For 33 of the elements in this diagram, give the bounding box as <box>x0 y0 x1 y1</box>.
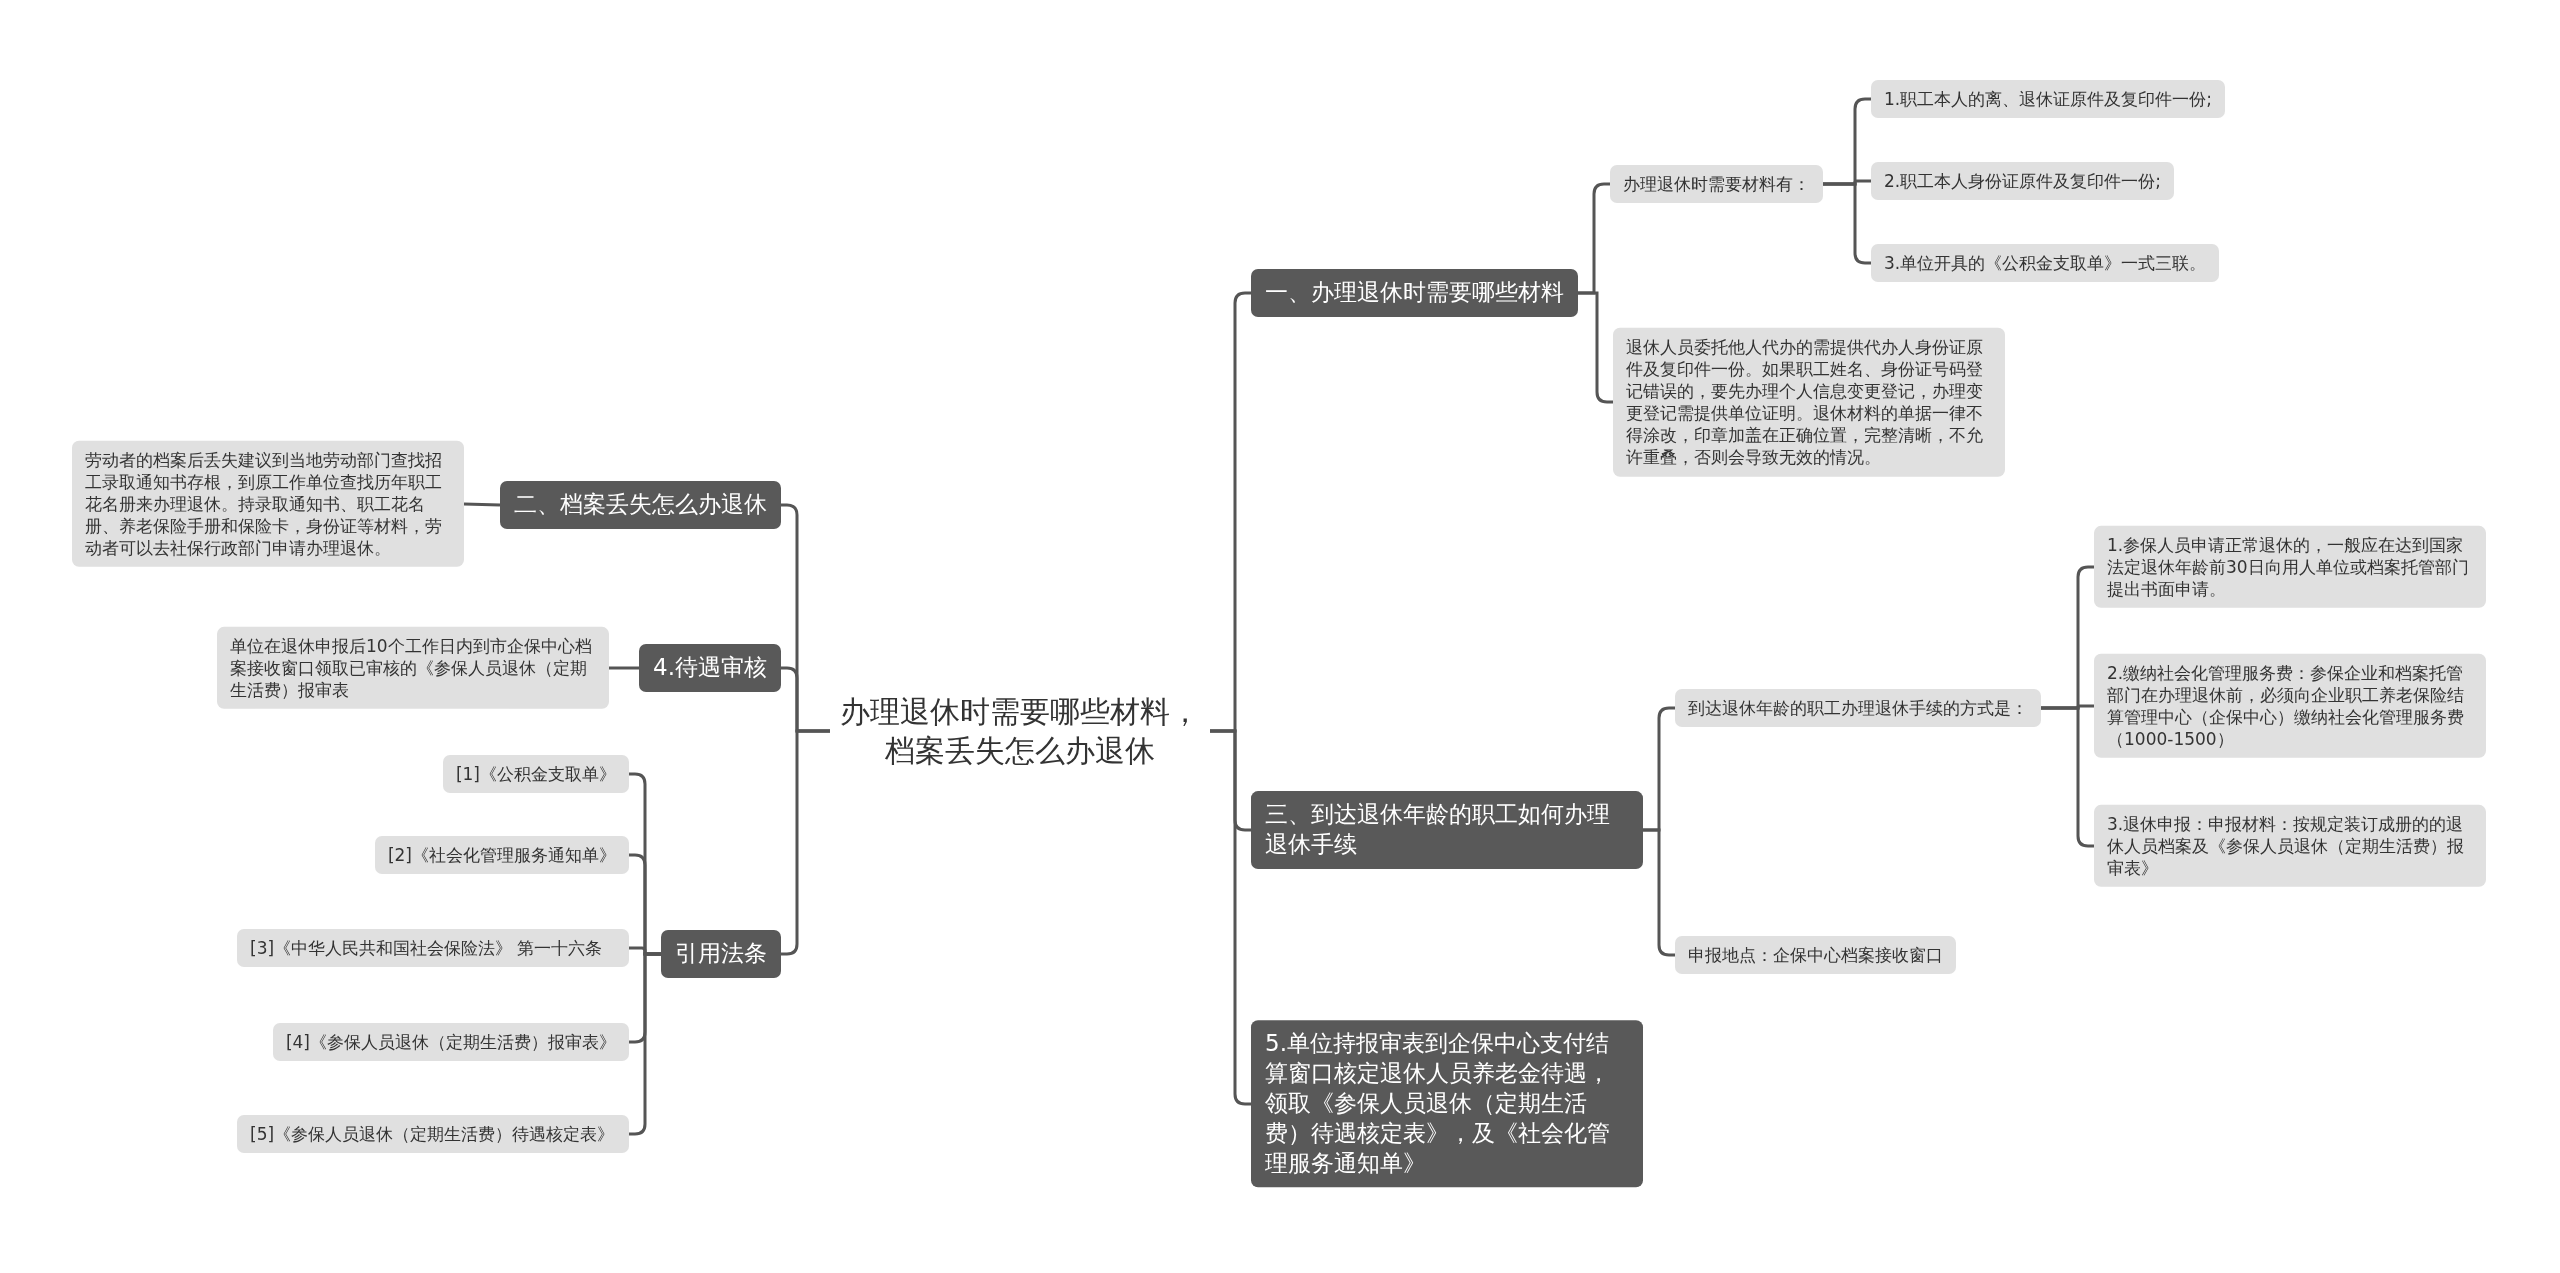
note-box: 申报地点：企保中心档案接收窗口 <box>1675 935 1956 975</box>
note-box: 3.单位开具的《公积金支取单》一式三联。 <box>1871 243 2220 283</box>
note-box: 到达退休年龄的职工办理退休手续的方式是： <box>1675 688 2041 728</box>
connector-line <box>609 666 640 670</box>
note-box: [1]《公积金支取单》 <box>442 754 629 794</box>
connector-line <box>1643 828 1675 957</box>
topic-box: 4.待遇审核 <box>639 644 781 692</box>
connector-line <box>629 952 661 1136</box>
note-box: [4]《参保人员退休（定期生活费）报审表》 <box>272 1022 629 1062</box>
central-topic: 办理退休时需要哪些材料，档案丢失怎么办退休 <box>830 686 1210 776</box>
note-box: 1.职工本人的离、退休证原件及复印件一份; <box>1871 79 2225 119</box>
connector-line <box>781 729 830 956</box>
connector-line <box>463 502 501 507</box>
topic-box: 二、档案丢失怎么办退休 <box>500 481 781 529</box>
connector-line <box>1823 182 1871 265</box>
connector-line <box>1578 291 1613 404</box>
note-box: 单位在退休申报后10个工作日内到市企保中心档案接收窗口领取已审核的《参保人员退休（定期生活费）报审表 <box>217 626 609 710</box>
note-box: 办理退休时需要材料有： <box>1610 164 1823 204</box>
note-box: 3.退休申报：申报材料：按规定装订成册的的退休人员档案及《参保人员退休（定期生活费）报审表》 <box>2094 804 2486 888</box>
topic-box: 5.单位持报审表到企保中心支付结算窗口核定退休人员养老金待遇，领取《参保人员退休（定期生活费）待遇核定表》，及《社会化管理服务通知单》 <box>1251 1020 1643 1188</box>
connector-line <box>2041 706 2094 848</box>
note-box: 2.职工本人身份证原件及复印件一份; <box>1871 161 2174 201</box>
connector-line <box>1210 729 1251 1106</box>
note-box: [5]《参保人员退休（定期生活费）待遇核定表》 <box>237 1114 629 1154</box>
note-box: 退休人员委托他人代办的需提供代办人身份证原件及复印件一份。如果职工姓名、身份证号码登记错误的，要先办理个人信息变更登记，办理变更登记需提供单位证明。退休材料的单据一律不得涂改，印章加盖在正确位置，完整清晰，不允许重叠，否则会导致无效的情况。 <box>1613 327 2005 477</box>
note-box: 2.缴纳社会化管理服务费：参保企业和档案托管部门在办理退休前，必须向企业职工养老保险结算管理中心（企保中心）缴纳社会化管理服务费（1000-1500） <box>2094 653 2486 759</box>
note-box: 1.参保人员申请正常退休的，一般应在达到国家法定退休年龄前30日向用人单位或档案托管部门提出书面申请。 <box>2094 525 2486 609</box>
note-box: 劳动者的档案后丢失建议到当地劳动部门查找招工录取通知书存根，到原工作单位查找历年职工花名册来办理退休。持录取通知书、职工花名册、养老保险手册和保险卡，身份证等材料，劳动者可以去社保行政部门申请办理退休。 <box>72 440 464 568</box>
note-box: [3]《中华人民共和国社会保险法》 第一十六条 <box>237 928 629 968</box>
note-box: [2]《社会化管理服务通知单》 <box>374 835 629 875</box>
topic-box: 一、办理退休时需要哪些材料 <box>1251 269 1578 317</box>
topic-box: 三、到达退休年龄的职工如何办理退休手续 <box>1251 791 1643 869</box>
topic-box: 引用法条 <box>661 930 781 978</box>
